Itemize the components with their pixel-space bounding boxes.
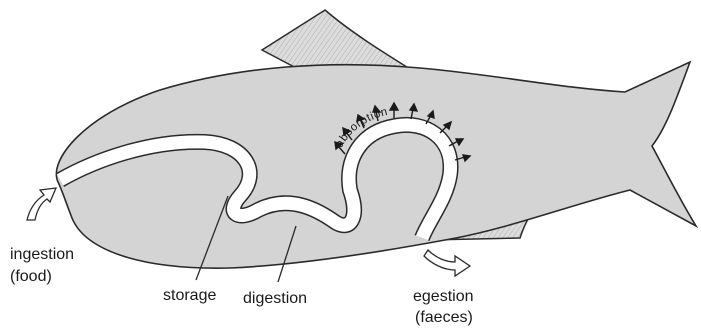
fish-body <box>56 62 696 268</box>
label-faeces: (faeces) <box>415 309 473 326</box>
label-digestion: digestion <box>243 290 307 307</box>
label-food: (food) <box>10 268 52 285</box>
label-ingestion: ingestion <box>10 246 74 263</box>
label-storage: storage <box>163 287 216 304</box>
label-egestion: egestion <box>413 288 474 305</box>
ingestion-arrow <box>27 188 56 220</box>
egestion-arrow <box>424 250 470 276</box>
